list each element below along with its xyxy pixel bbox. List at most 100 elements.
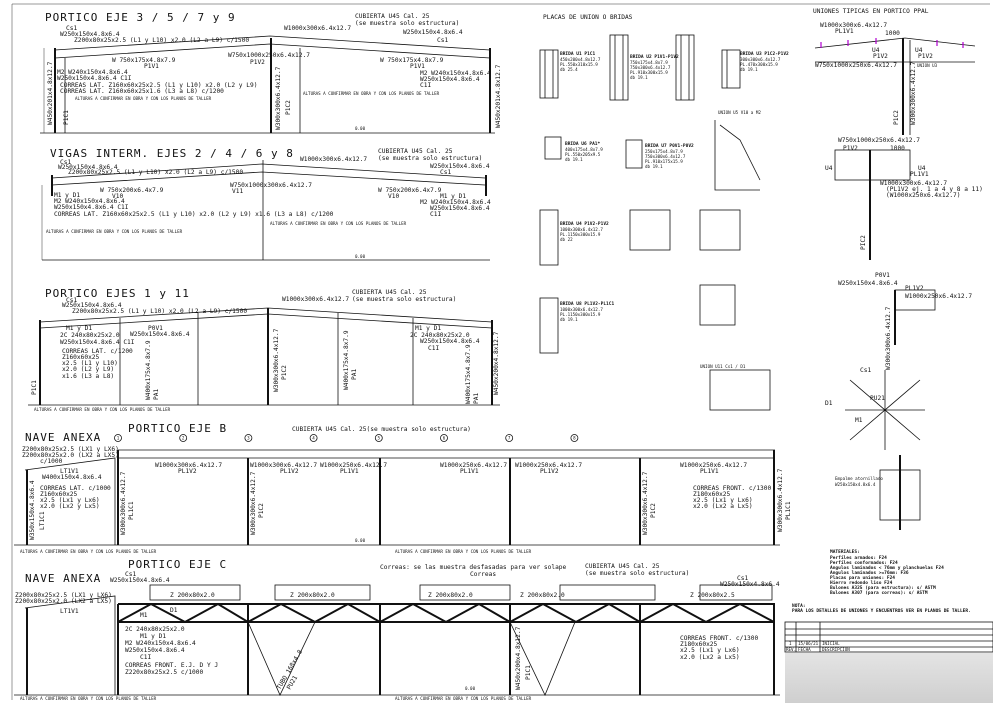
drawing-label: Cs1 <box>437 37 448 44</box>
axis-label: 2 <box>182 436 185 441</box>
drawing-label: W300x300x6.4x12.7 <box>273 328 280 392</box>
axis-bubble <box>570 434 579 442</box>
drawing-label: REV. <box>786 647 796 652</box>
detail-spec: 750x175x4.8x7.9 <box>630 60 668 65</box>
drawing-label: Cs1 <box>66 25 77 32</box>
drawing-label: Cs1 <box>860 367 871 374</box>
detail-spec: PL.550x310x15.9 <box>560 62 598 67</box>
drawing-label: x2.0 (Lx2 a Lx5) <box>680 654 740 661</box>
detail-spec: 300x300x6.4x12.7 <box>740 57 781 62</box>
detail-spec: PL.1150x300x15.9 <box>560 232 601 237</box>
drawing-label: x1.6 (L3 a L8) <box>62 373 114 380</box>
drawing-label: PL1V1 <box>460 468 479 475</box>
drawing-label: PL1V2 <box>540 468 559 475</box>
drawing-label: Z200x80x25x2.5 (LX1 y LX6) <box>22 446 119 453</box>
drawing-label: M1 y D1 <box>440 193 466 200</box>
drawing-label: W400x175x4.8x7.9 <box>145 340 152 400</box>
drawing-label: CORREAS LAT. Z160x60x25x2.5 (L1 y L10) x… <box>60 82 257 89</box>
drawing-label: D1 <box>825 400 833 407</box>
drawing-label: Cs1 <box>440 169 451 176</box>
detail-spec: db 19.1 <box>630 75 648 80</box>
drawing-label: W300x300x6.4x12.7 <box>885 306 892 370</box>
drawing-label: U4 <box>915 47 923 54</box>
drawing-label: W400x175x4.8x7.9 <box>465 344 472 404</box>
drawing-label: 2C 240x80x25x2.0 <box>60 332 120 339</box>
drawing-label: Z 200x80x2.0 <box>290 592 335 599</box>
drawing-label: M1 y D1 <box>140 633 166 640</box>
drawing-label: 2C 240x80x25x2.0 <box>125 626 185 633</box>
drawing-label: V10 <box>388 193 399 200</box>
drawing-label: W250x150x4.8x6.4 <box>62 302 122 309</box>
drawing-label: Correas <box>470 571 496 578</box>
drawing-label: Z 200x80x2.0 <box>428 592 473 599</box>
drawing-label: P1C1 <box>525 665 532 680</box>
drawing-label: W250x150x4.8x6.4 <box>420 338 480 345</box>
detail-name: BRIDA U7 P0V1-P0V2 <box>645 143 694 149</box>
detail-spec: db 19.1 <box>740 67 758 72</box>
drawing-label: ALTURAS A CONFIRMAR EN OBRA Y CON LOS PL… <box>395 696 532 701</box>
drawing-label: ALTURAS A CONFIRMAR EN OBRA Y CON LOS PL… <box>270 221 407 226</box>
drawing-label: W 750x175x4.8x7.9 <box>112 57 176 64</box>
drawing-label: PL1V2 <box>905 285 924 292</box>
drawing-label: FECHA <box>798 647 811 652</box>
detail-spec: 450x200x4.8x12.7 <box>560 57 601 62</box>
section-title: NAVE ANEXA <box>25 431 101 444</box>
drawing-label: W250x150x4.8x6.4 C1I <box>60 339 135 346</box>
drawing-label: W400x150x4.8x6.4 <box>42 474 102 481</box>
drawing-label: W1000x250x6.4x12.7 <box>680 462 747 469</box>
drawing-label: Z200x80x25x2.0 (LX2 a LX5) <box>22 452 119 459</box>
drawing-label: W750x1000x250x6.4x12.7 <box>838 137 920 144</box>
drawing-label: W300x300x6.4x12.7 <box>275 66 282 130</box>
drawing-label: 2C 240x80x25x2.0 <box>410 332 470 339</box>
axis-bubble <box>309 434 318 442</box>
drawing-label: W450x201x4.8x12.7 <box>47 61 54 125</box>
drawing-label: W300x300x6.4x12.7 <box>120 471 127 535</box>
drawing-label: PL1V1 <box>340 468 359 475</box>
section-title: UNIONES TIPICAS EN PORTICO PPAL <box>813 8 929 15</box>
detail-spec: 250x175x4.8x7.9 <box>645 149 683 154</box>
axis-label: 8 <box>573 436 576 441</box>
drawing-label: W250x150x4.8x6.4 C1I <box>57 75 132 82</box>
section-title: PORTICO EJES 1 y 11 <box>45 287 190 300</box>
detail-name: BRIDA U1 P1C1 <box>560 51 596 57</box>
drawing-label: Cs1 <box>737 575 748 582</box>
drawing-label: W250x150x4.8x6.4 <box>110 577 170 584</box>
detail-name: BRIDA U2 P1V1-P1V2 <box>630 54 679 60</box>
drawing-label: (se muestra solo estructura) <box>378 155 482 162</box>
drawing-label: W 750x200x6.4x7.9 <box>100 187 164 194</box>
drawing-label: D1 <box>170 607 178 614</box>
drawing-label: M2 W240x150x4.8x6.4 <box>54 198 125 205</box>
drawing-label: CORREAS FRONT. c/1300 <box>693 485 772 492</box>
section-title: VIGAS INTERM. EJES 2 / 4 / 6 y 8 <box>50 147 294 160</box>
axis-label: 5 <box>378 436 381 441</box>
drawing-label: P1C2 <box>650 503 657 518</box>
drawing-label: (PL1V2 ej. 1 a 4 y 8 a 11) <box>886 186 983 193</box>
detail-spec: PL.910x175x15.9 <box>645 159 683 164</box>
drawing-label: W250x150x4.8x6.4 <box>58 164 118 171</box>
drawing-label: P1V2 <box>918 53 933 60</box>
drawing-label: CORREAS FRONT. c/1300 <box>680 635 759 642</box>
drawing-label: W750x1000x300x6.4x12.7 <box>230 182 312 189</box>
drawing-label: Z180x60x25 <box>680 641 718 648</box>
drawing-label: Z200x80x25x2.0 (LX2 a LX5) <box>15 598 112 605</box>
axis-bubble <box>114 434 122 442</box>
drawing-label: W250x150x4.8x6.4 <box>420 76 480 83</box>
drawing-label: PA1 <box>351 369 358 380</box>
drawing-label: PL1V1 <box>700 468 719 475</box>
drawing-label: P1V1 <box>144 63 159 70</box>
rev-desc: INICIAL <box>822 641 840 646</box>
detail-name: BRIDA U6 PA1* <box>565 141 601 147</box>
material-line: Bulones A307 (para correas): s/ ASTM <box>830 590 928 596</box>
rev-number: 1 <box>789 641 792 646</box>
detail-spec: PL.910x300x15.9 <box>630 70 668 75</box>
drawing-label: Z200x80x25x2.5 (L1 y L10) x2.0 (L2 a L9)… <box>72 308 247 315</box>
drawing-label: Z 200x80x2.0 <box>170 592 215 599</box>
drawing-label: CORREAS LAT. c/1200 <box>62 348 133 355</box>
axis-bubble <box>244 434 253 442</box>
drawing-label: W1000x250x6.4x12.7 <box>440 462 507 469</box>
drawing-label: PARA LOS DETALLES DE UNIONES Y ENCUENTRO… <box>792 608 971 614</box>
drawing-label: 1000 <box>885 30 900 37</box>
drawing-label: W1000x250x6.4x12.7 <box>905 293 972 300</box>
